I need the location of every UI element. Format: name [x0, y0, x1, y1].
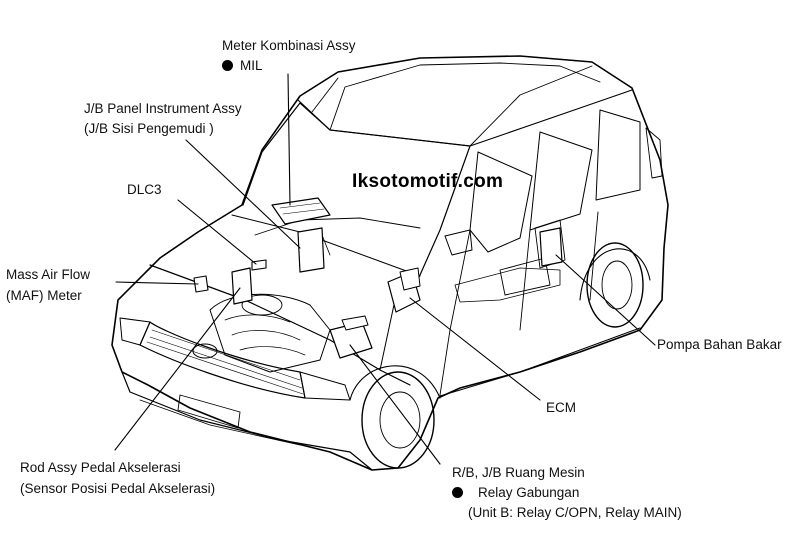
- label-dlc3: DLC3: [127, 182, 162, 197]
- headlamp-left: [119, 317, 151, 346]
- rocker-panel: [439, 327, 641, 397]
- front-wheel: [361, 371, 435, 469]
- rear-side-window: [595, 109, 641, 201]
- side-mirror: [444, 229, 473, 256]
- car-body-outline: [111, 55, 669, 471]
- quarter-glass: [645, 127, 663, 179]
- grille-bars: [146, 329, 304, 395]
- bumper-lower: [139, 399, 301, 446]
- leader-rod: [114, 287, 241, 451]
- fuel-pump-part: [539, 227, 563, 267]
- door-seam-middle: [519, 229, 531, 331]
- pedal-sensor-part: [231, 267, 253, 305]
- rear-wheel-hub: [601, 260, 633, 310]
- label-mil: MIL: [222, 57, 263, 74]
- rear-wheel: [586, 242, 644, 328]
- meter-combination-part: [271, 197, 331, 225]
- label-meter-kombinasi: Meter Kombinasi Assy: [222, 38, 356, 53]
- interior-seat: [534, 219, 566, 269]
- meter-detail: [279, 202, 325, 215]
- roof-rear: [469, 65, 593, 147]
- middle-side-window: [529, 131, 593, 231]
- bullet-dot-icon: [222, 60, 233, 71]
- leader-pompa: [555, 254, 656, 346]
- leader-dlc3: [177, 199, 257, 265]
- label-jb-panel: J/B Panel Instrument Assy: [84, 101, 242, 116]
- leader-rb: [349, 344, 441, 465]
- leader-maf: [115, 281, 199, 285]
- rear-wheel-arch: [579, 248, 651, 301]
- label-rb-unit: (Unit B: Relay C/OPN, Relay MAIN): [468, 505, 682, 520]
- maf-part: [193, 275, 209, 293]
- front-wheel-arch: [349, 365, 441, 401]
- leader-lines: [114, 73, 656, 465]
- front-bumper: [121, 371, 373, 471]
- toyota-emblem: [192, 343, 218, 359]
- ecm-top: [399, 267, 421, 291]
- roof-line: [297, 89, 633, 147]
- windshield: [242, 102, 471, 276]
- air-cleaner: [241, 294, 283, 316]
- dashboard: [254, 217, 421, 236]
- watermark: Iksotomotif.com: [352, 171, 504, 192]
- label-relay-gabungan-text: Relay Gabungan: [478, 485, 580, 500]
- label-rod-title: Rod Assy Pedal Akselerasi: [20, 460, 181, 475]
- front-side-window: [469, 151, 533, 253]
- license-plate: [177, 394, 241, 429]
- relay-box-cover: [341, 315, 369, 331]
- leader-meter: [287, 73, 291, 206]
- headlamp-right: [299, 371, 351, 401]
- label-rb-title: R/B, J/B Ruang Mesin: [452, 465, 585, 480]
- roof-rail: [311, 62, 601, 131]
- label-relay-gabungan: Relay Gabungan: [452, 484, 579, 501]
- leader-ecm: [409, 297, 541, 401]
- label-jb-sisi: (J/B Sisi Pengemudi ): [84, 121, 214, 136]
- front-wheel-hub: [379, 391, 421, 449]
- cabin-floor: [454, 267, 561, 303]
- fuel-tank: [499, 257, 551, 296]
- engine-block: [209, 293, 331, 373]
- label-maf-title: Mass Air Flow: [6, 267, 91, 282]
- label-pompa: Pompa Bahan Bakar: [657, 337, 782, 352]
- engine-detail: [224, 314, 306, 356]
- label-ecm: ECM: [546, 400, 576, 415]
- label-maf-sub: (MAF) Meter: [6, 288, 82, 303]
- hood-edge: [149, 264, 411, 386]
- leader-jb: [185, 139, 301, 249]
- bullet-dot-icon: [452, 487, 463, 498]
- label-mil-text: MIL: [240, 58, 263, 73]
- dlc3-part: [251, 259, 267, 271]
- label-rod-sub: (Sensor Posisi Pedal Akselerasi): [20, 481, 216, 496]
- jb-panel-part: [297, 227, 325, 273]
